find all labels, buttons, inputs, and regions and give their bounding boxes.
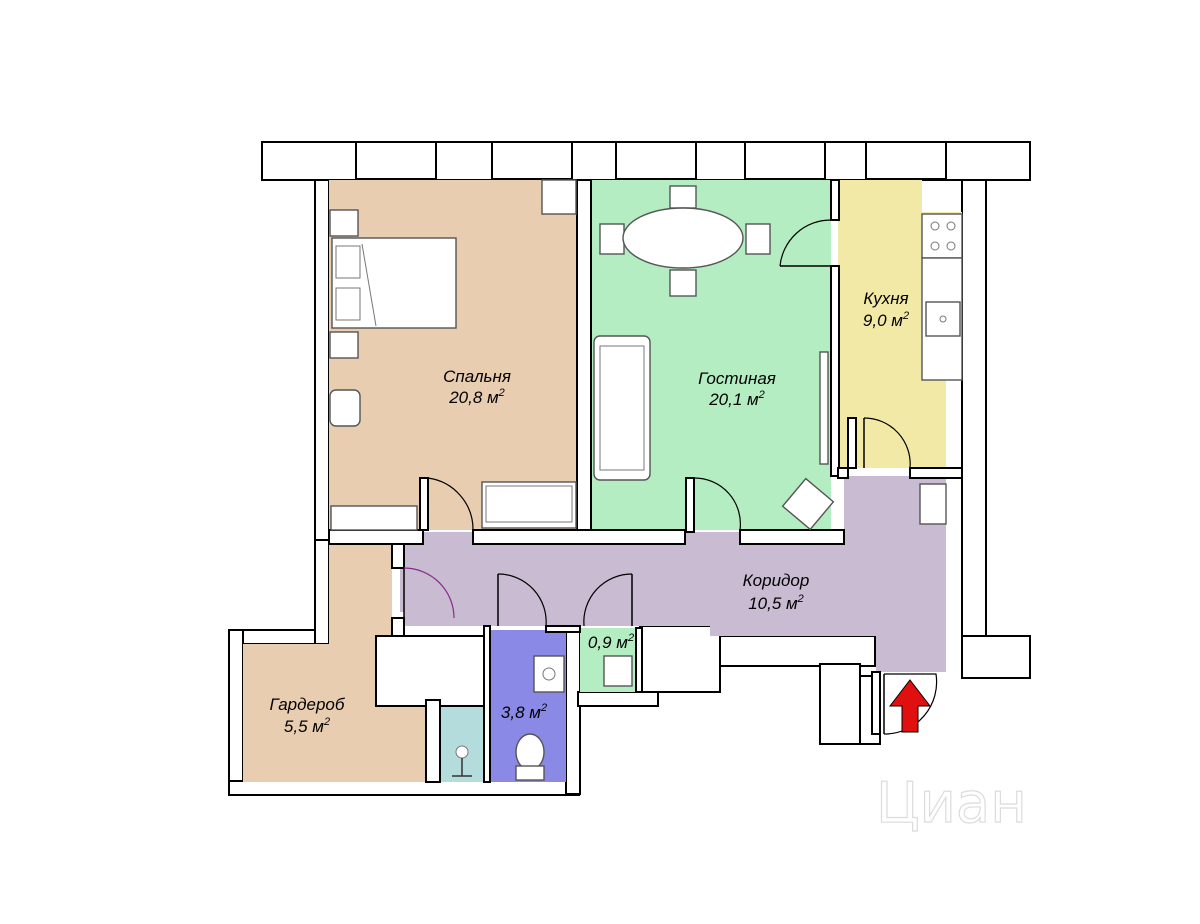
outer-walls <box>228 141 1031 796</box>
doors <box>403 219 938 735</box>
corridor-floor <box>400 476 946 672</box>
corridor-area: 10,5 м2 <box>748 593 804 613</box>
toilet-bowl <box>515 733 545 771</box>
wardrobe-floor <box>243 544 426 782</box>
room-labels: Спальня 20,8 м2 Гостиная 20,1 м2 Кухня 9… <box>270 289 910 736</box>
bedroom-area: 20,8 м2 <box>448 387 505 407</box>
wardrobe-name: Гардероб <box>270 695 346 714</box>
small-sink <box>603 655 633 687</box>
living-area: 20,1 м2 <box>708 389 765 409</box>
armchair-corner <box>541 179 577 215</box>
interior-walls <box>328 179 963 783</box>
toilet-area: 0,9 м2 <box>588 632 634 652</box>
armchair-living <box>781 477 835 531</box>
chair-bedroom <box>329 389 361 427</box>
watermark: Циан <box>876 771 1027 836</box>
stove <box>921 213 963 259</box>
tv-stand <box>819 351 829 465</box>
bathroom-area: 3,8 м2 <box>501 702 547 722</box>
corridor-name: Коридор <box>743 571 810 590</box>
wardrobe-area: 5,5 м2 <box>284 716 330 736</box>
bedroom-name: Спальня <box>443 367 511 386</box>
furniture <box>329 179 963 781</box>
entrance-arrow <box>888 679 932 733</box>
dining-table <box>622 207 744 269</box>
fridge <box>919 483 947 525</box>
bedroom-floor <box>329 180 577 530</box>
bedroom-shelf <box>330 505 418 531</box>
living-name: Гостиная <box>698 369 776 388</box>
kitchen-area: 9,0 м2 <box>863 310 909 330</box>
nightstand-bottom <box>329 331 359 359</box>
kitchen-name: Кухня <box>863 289 908 308</box>
nightstand-top <box>329 209 359 237</box>
